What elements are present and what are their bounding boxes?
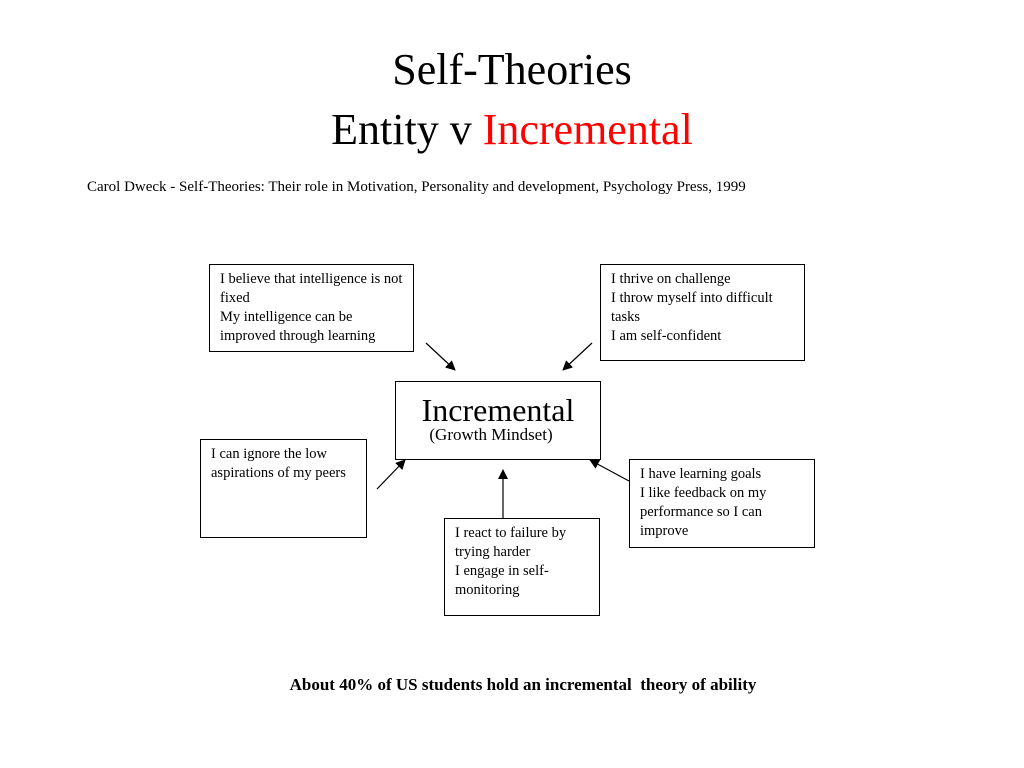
box-intelligence-not-fixed: I believe that intelligence is not fixed… — [209, 264, 414, 352]
box-react-to-failure: I react to failure by trying harder I en… — [444, 518, 600, 616]
box-line: I throw myself into difficult tasks — [611, 290, 773, 325]
footer-statement: About 40% of US students hold an increme… — [289, 675, 757, 694]
slide-subtitle: Entity v Incremental — [0, 104, 1024, 156]
slide-title: Self-Theories — [392, 45, 632, 94]
box-line: I react to failure by trying harder — [455, 525, 567, 560]
box-ignore-low-aspirations: I can ignore the low aspirations of my p… — [200, 439, 367, 538]
box-line: I engage in self-monitoring — [455, 563, 549, 598]
box-line: I like feedback on my performance so I c… — [640, 485, 767, 539]
box-line: I have learning goals — [640, 466, 762, 482]
box-line: I thrive on challenge — [611, 271, 731, 287]
subtitle-prefix: Entity v — [331, 105, 483, 154]
arrow-top-right — [562, 342, 593, 371]
box-thrive-on-challenge: I thrive on challenge I throw myself int… — [600, 264, 805, 361]
center-incremental-box: Incremental (Growth Mindset) — [395, 381, 601, 460]
center-title: Incremental — [421, 392, 575, 428]
center-subtitle: (Growth Mindset) — [429, 425, 553, 444]
arrow-middle-right — [589, 459, 630, 482]
arrow-middle-left — [376, 459, 406, 490]
box-line: I am self-confident — [611, 328, 722, 344]
subtitle-accent: Incremental — [482, 105, 693, 154]
box-line: My intelligence can be improved through … — [220, 309, 376, 344]
box-line: I can ignore the low aspirations of my p… — [211, 446, 346, 481]
box-learning-goals: I have learning goals I like feedback on… — [629, 459, 815, 548]
box-line: I believe that intelligence is not fixed — [220, 271, 403, 306]
citation: Carol Dweck - Self-Theories: Their role … — [87, 179, 746, 195]
arrow-top-left — [425, 342, 456, 371]
